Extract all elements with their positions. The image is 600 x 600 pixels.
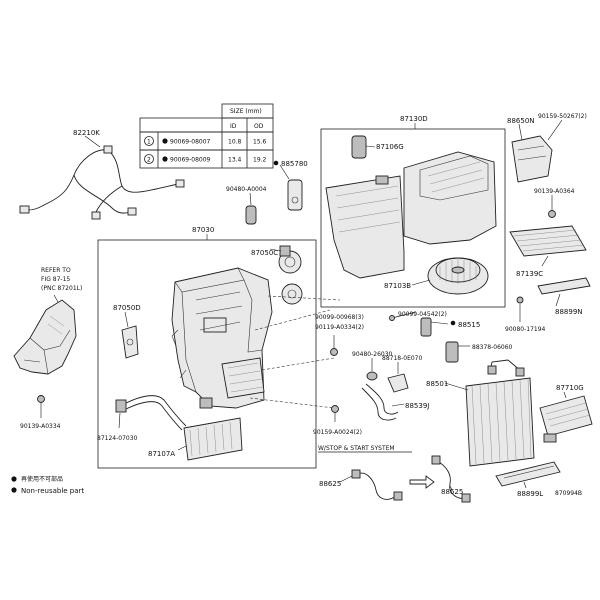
- amplifier-88650n: [511, 119, 563, 183]
- label-90159-a0024: 90159-A0024(2): [313, 429, 362, 436]
- arrow-icon: [409, 475, 435, 489]
- label-87050d: 87050D: [113, 304, 141, 312]
- size-table: SIZE (mm) ID OD 1 90069-08007 10.8 15.6 …: [139, 103, 274, 169]
- size-table-row2-num: 2: [147, 157, 151, 164]
- heater-unit-group: [97, 234, 317, 469]
- pipe-87124: [115, 395, 187, 431]
- non-reusable-dot-icon: [11, 476, 17, 482]
- wire-harness-82210k: [19, 135, 185, 220]
- label-90139-a0364: 90139-A0364: [534, 188, 575, 195]
- blower-case: [325, 151, 497, 279]
- label-88899l: 88899L: [517, 490, 543, 498]
- non-reusable-dot-icon: [162, 156, 168, 162]
- damper-87710g: [539, 391, 593, 443]
- non-reusable-dot-icon: [450, 320, 456, 326]
- sensor-88515: [420, 317, 449, 337]
- label-87107a: 87107A: [148, 450, 175, 458]
- label-refer-to: REFER TO: [41, 267, 71, 274]
- clip-90080: [516, 296, 524, 322]
- label-90099-00968: 90099-00968(3): [315, 314, 364, 321]
- legend-jp: 再使用不可部品: [21, 475, 63, 483]
- blower-unit-group: [320, 123, 506, 308]
- label-87050c: 87050C: [251, 249, 278, 257]
- actuator-87050c: [269, 245, 303, 305]
- label-90480-26030: 90480-26030: [352, 351, 393, 358]
- legend: 再使用不可部品 Non-reusable part: [11, 475, 84, 495]
- size-table-title: SIZE (mm): [230, 108, 262, 115]
- screw-90139-a0334: [37, 395, 45, 418]
- label-88378-06060: 88378-06060: [472, 344, 513, 351]
- heater-unit-body: [171, 267, 273, 409]
- size-table-row2-od: 19.2: [253, 157, 267, 164]
- non-reusable-dot-icon: [11, 487, 17, 493]
- blower-bracket: [320, 128, 506, 308]
- size-table-row2-part: 90069-08009: [170, 157, 211, 164]
- row1-circle: [144, 136, 154, 146]
- label-87710g: 87710G: [556, 384, 584, 392]
- screws-90099-90119: [330, 335, 338, 356]
- label-87124-07030: 87124-07030: [97, 435, 138, 442]
- actuator-87050d: [121, 311, 139, 359]
- connector-87106g: [351, 135, 376, 159]
- label-87030: 87030: [192, 226, 214, 234]
- filter-87139c: [509, 225, 587, 267]
- label-87139c: 87139C: [516, 270, 543, 278]
- size-table-header-od: OD: [254, 123, 264, 130]
- valve-88718: [387, 362, 409, 393]
- duct-87201l: [13, 294, 77, 375]
- label-90080-17194: 90080-17194: [505, 326, 546, 333]
- evaporator-88501: [444, 359, 535, 467]
- label-90119-a0334: 90119-A0334(2): [315, 324, 364, 331]
- size-table-row1-part: 90069-08007: [170, 139, 211, 146]
- diagram-ref-code: 870994B: [555, 490, 582, 497]
- label-82210k: 82210K: [73, 129, 100, 137]
- cover-88899n: [537, 277, 591, 307]
- non-reusable-dot-icon: [162, 138, 168, 144]
- label-88515: 88515: [458, 321, 480, 329]
- label-87106g: 87106G: [376, 143, 404, 151]
- label-88718-0e070: 88718-0E070: [382, 355, 422, 362]
- sensor-885780: [279, 164, 303, 211]
- label-90159-50267: 90159-50267(2): [538, 113, 587, 120]
- heater-core-87107a: [177, 417, 243, 461]
- stop-start-title: W/STOP & START SYSTEM: [318, 445, 395, 452]
- legend-en: Non-reusable part: [21, 487, 84, 495]
- label-87130d: 87130D: [400, 115, 428, 123]
- label-87103b: 87103B: [384, 282, 411, 290]
- part-88378: [445, 341, 470, 363]
- size-table-row1-num: 1: [147, 139, 151, 146]
- label-88501: 88501: [426, 380, 448, 388]
- label-90099-04542: 90099-04542(2): [398, 311, 447, 318]
- row2-circle: [144, 154, 154, 164]
- label-88650n: 88650N: [507, 117, 535, 125]
- size-table-row1-od: 15.6: [253, 139, 267, 146]
- screw-90159-a0024: [331, 405, 339, 422]
- pipe-88539j: [361, 383, 405, 421]
- label-90139-a0334: 90139-A0334: [20, 423, 61, 430]
- stop-start-section: W/STOP & START SYSTEM: [318, 445, 471, 503]
- label-88625-left: 88625: [319, 480, 341, 488]
- label-fig: FIG 87-15: [41, 276, 70, 283]
- label-88899n: 88899N: [555, 308, 583, 316]
- clip-90480: [245, 192, 257, 225]
- label-90480-a0004: 90480-A0004: [226, 186, 267, 193]
- size-table-header-id: ID: [230, 123, 237, 130]
- screw-90139-a0364: [548, 195, 556, 218]
- blower-fan-87103b: [411, 257, 489, 295]
- size-table-row2-id: 13.4: [228, 157, 242, 164]
- label-88539j: 88539J: [405, 402, 429, 410]
- grommet-90480-26030: [366, 358, 378, 381]
- label-pnc: (PNC 87201L): [41, 285, 82, 292]
- non-reusable-dot-icon: [273, 160, 279, 166]
- screw-90099-04542: [389, 311, 417, 321]
- cover-88899l: [495, 461, 561, 489]
- label-88625-right: 88625: [441, 488, 463, 496]
- label-885780: 885780: [281, 160, 308, 168]
- size-table-row1-id: 10.8: [228, 139, 242, 146]
